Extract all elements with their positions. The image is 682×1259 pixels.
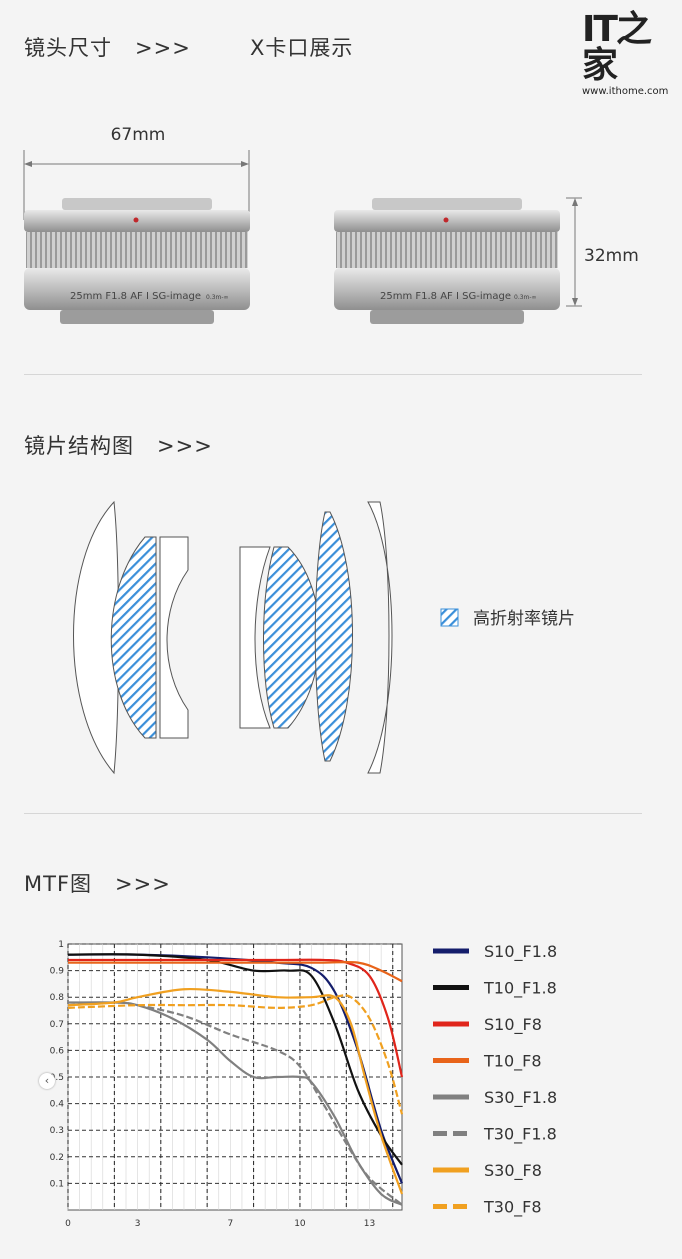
- height-label: 32mm: [584, 246, 639, 266]
- x-tick-label: 7: [227, 1219, 233, 1229]
- legend-high-index-label: 高折射率镜片: [473, 609, 575, 629]
- y-tick-label: 0.8: [50, 993, 65, 1003]
- y-tick-label: 1: [58, 940, 64, 950]
- y-tick-label: 0.4: [50, 1100, 65, 1110]
- logo-url: www.ithome.com: [582, 86, 669, 97]
- lens-element-7: [367, 501, 393, 774]
- lens-element-3: [159, 536, 189, 739]
- series-line-s10-f8: [68, 958, 404, 1078]
- lens-front-view: 25mm F1.8 AF I SG-image 0.3m-∞: [24, 198, 250, 324]
- ithome-logo: IT之家 www.ithome.com: [582, 9, 674, 98]
- legend-label: T30_F8: [483, 1198, 542, 1218]
- legend-label: S10_F8: [484, 1015, 542, 1035]
- series-line-t30-f1-8: [67, 1001, 403, 1206]
- y-tick-label: 0.2: [50, 1153, 64, 1163]
- lens-element-1: [73, 500, 119, 775]
- lens-focus-range: 0.3m-∞: [206, 294, 229, 301]
- lens-element-4: [239, 546, 271, 729]
- legend-label: T10_F8: [483, 1052, 542, 1072]
- logo-mark: IT之家: [582, 9, 652, 86]
- section-subtitle-mount: X卡口展示: [250, 36, 354, 60]
- width-label: 67mm: [111, 125, 166, 145]
- legend-label: S30_F8: [484, 1161, 542, 1181]
- x-tick-label: 0: [65, 1219, 71, 1229]
- lens-element-5-high-index: [263, 546, 320, 729]
- lens-side-view: 25mm F1.8 AF I SG-image 0.3m-∞: [334, 198, 560, 324]
- legend-hatch-swatch: [440, 608, 459, 627]
- x-tick-label: 3: [135, 1219, 141, 1229]
- arrow-right-icon: [241, 161, 249, 167]
- chevron-left-icon: ‹: [44, 1074, 50, 1087]
- x-tick-label: 10: [294, 1219, 306, 1229]
- y-tick-label: 0.7: [50, 1020, 64, 1030]
- series-line-t10-f1-8: [67, 953, 403, 1166]
- lens-structure-diagram: 高折射率镜片: [73, 500, 575, 775]
- section-title-lens-structure: 镜片结构图 >>>: [24, 434, 213, 458]
- divider-1: [24, 374, 642, 375]
- y-tick-label: 0.6: [50, 1046, 65, 1056]
- y-tick-label: 0.1: [50, 1179, 64, 1189]
- carousel-prev-button[interactable]: ‹: [39, 1073, 55, 1089]
- legend-label: T10_F1.8: [483, 979, 557, 999]
- arrow-up-icon: [572, 198, 578, 206]
- y-tick-label: 0.5: [50, 1073, 64, 1083]
- series-line-t10-f8: [68, 960, 403, 983]
- x-tick-label: 13: [364, 1219, 375, 1229]
- lens-element-2-high-index: [110, 536, 157, 739]
- lens-engraving-2: 25mm F1.8 AF I SG-image: [380, 291, 511, 302]
- series-line-s30-f8: [67, 987, 404, 1195]
- section-title-lens-size: 镜头尺寸 >>>: [24, 36, 191, 60]
- legend-label: T30_F1.8: [483, 1125, 557, 1145]
- y-tick-label: 0.3: [50, 1126, 64, 1136]
- lens-focus-range-2: 0.3m-∞: [514, 294, 537, 301]
- divider-2: [24, 813, 642, 814]
- series-line-t30-f8: [67, 994, 404, 1115]
- lens-dimensions-figure: 67mm 25mm F1.8 AF I SG-image 0.3m-∞ 25mm…: [23, 125, 639, 324]
- arrow-left-icon: [24, 161, 32, 167]
- arrow-down-icon: [572, 298, 578, 306]
- lens-element-6-high-index: [314, 511, 353, 762]
- lens-engraving: 25mm F1.8 AF I SG-image: [70, 291, 201, 302]
- legend-label: S30_F1.8: [484, 1088, 557, 1108]
- legend-label: S10_F1.8: [484, 942, 557, 962]
- y-tick-label: 0.9: [50, 967, 65, 977]
- section-title-mtf: MTF图 >>>: [24, 872, 171, 896]
